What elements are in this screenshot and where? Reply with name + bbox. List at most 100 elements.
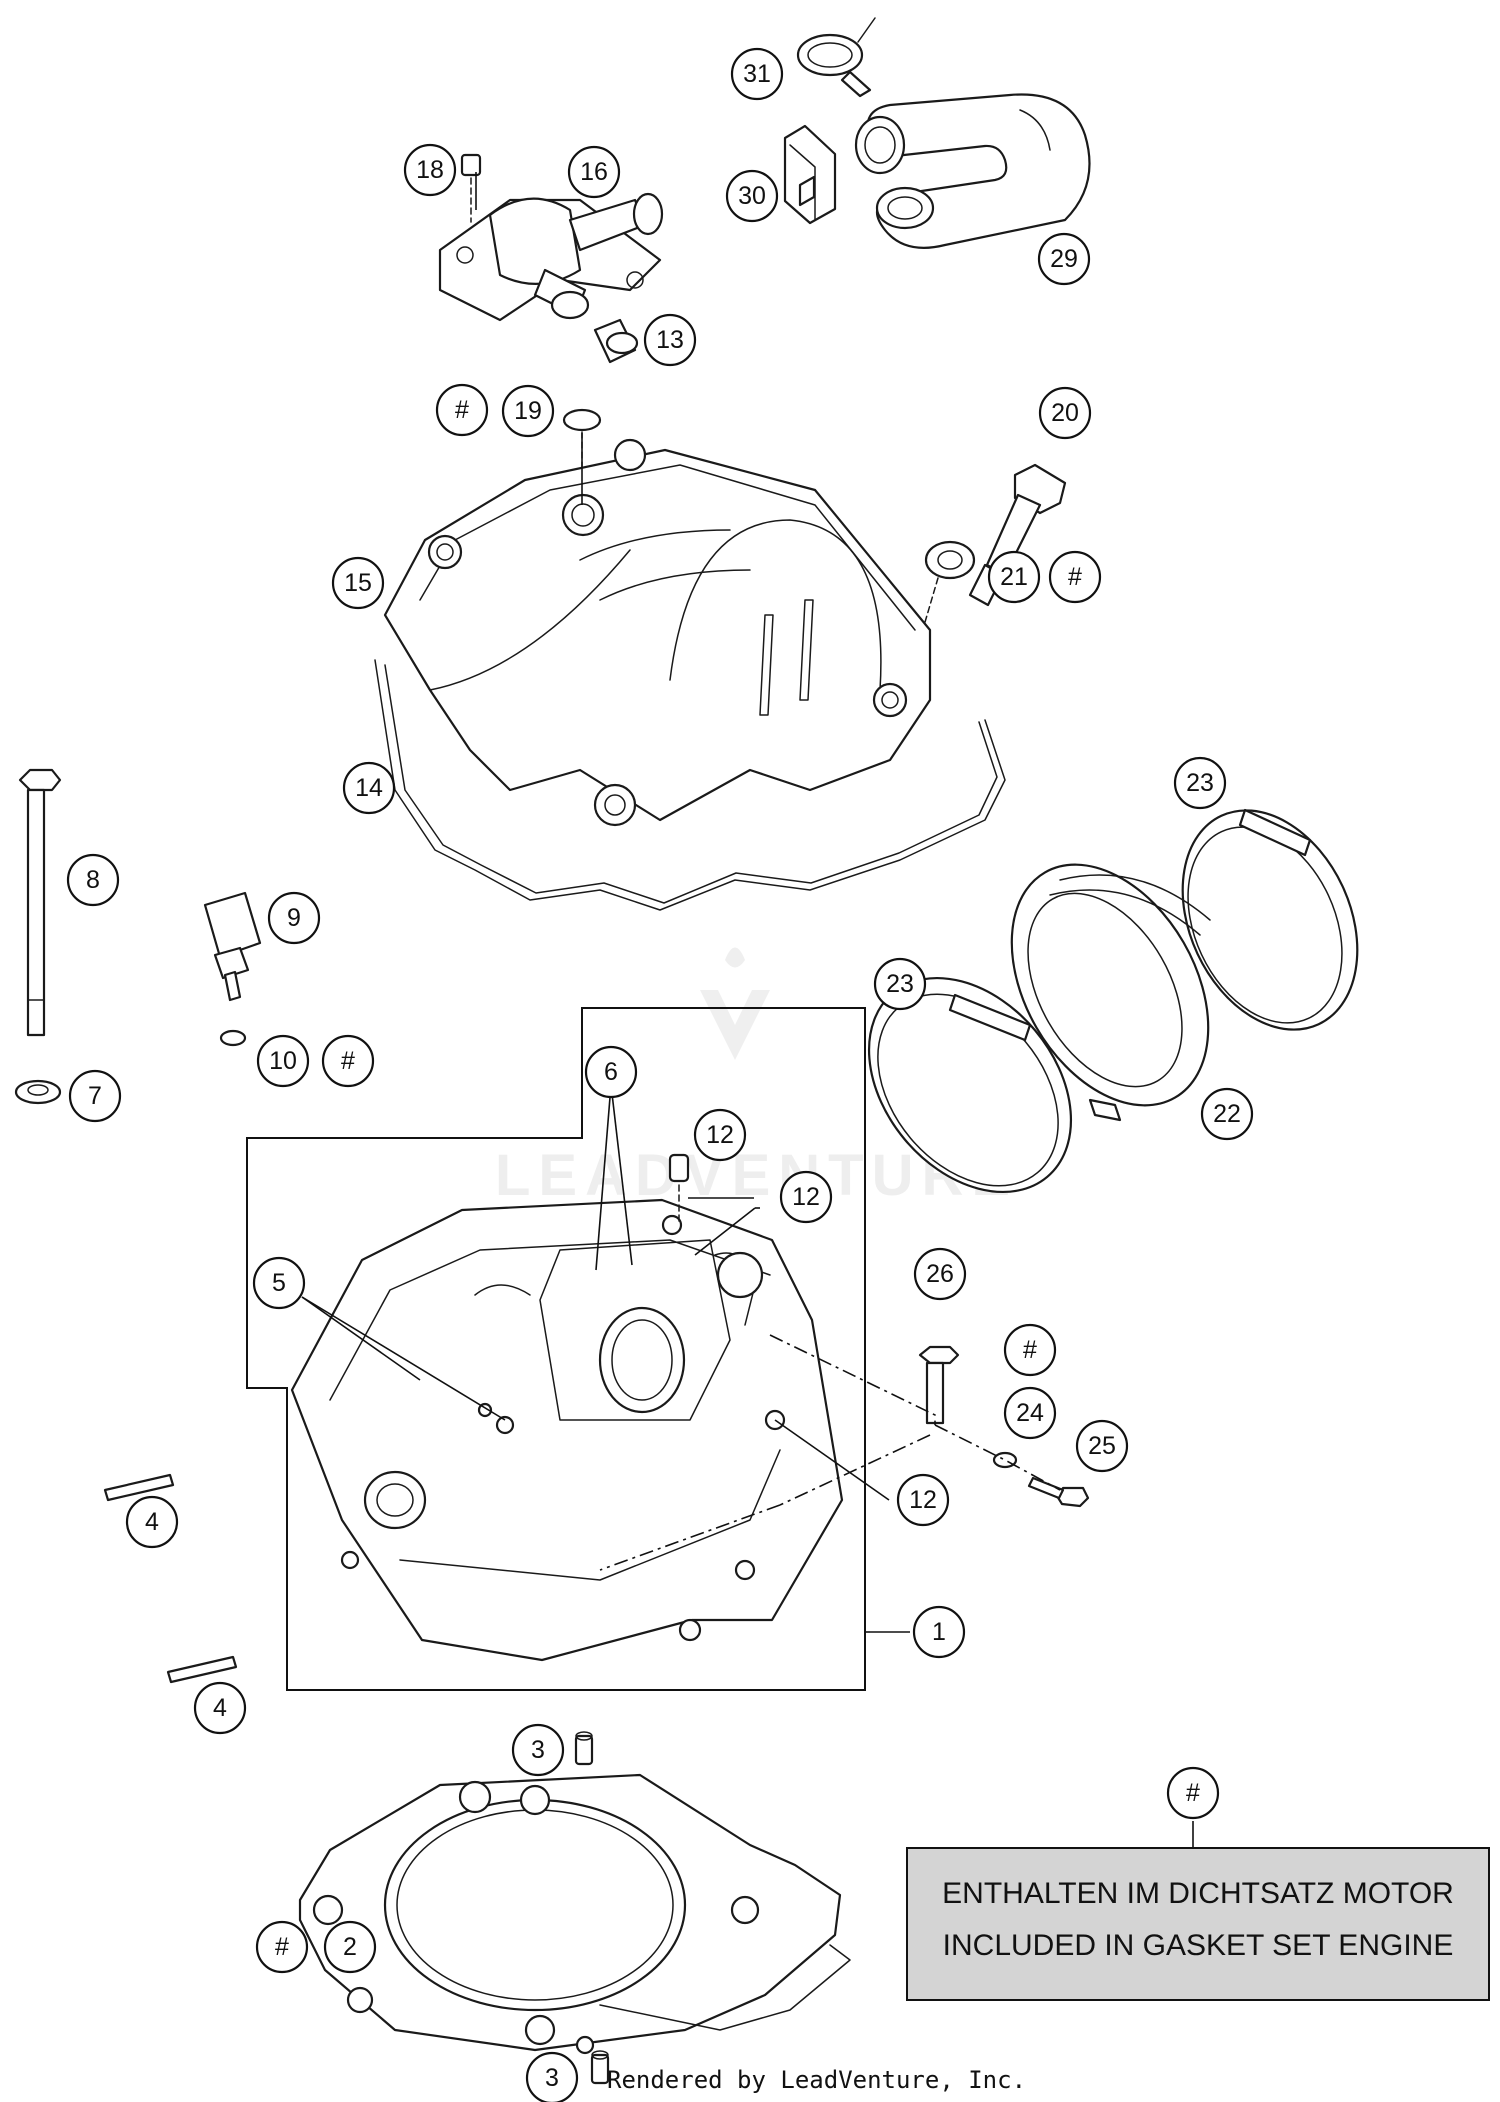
legend: ENTHALTEN IM DICHTSATZ MOTOR INCLUDED IN… xyxy=(906,1847,1490,2001)
part-16-water-outlet xyxy=(438,192,664,322)
callout-circle xyxy=(779,1170,833,1224)
callout-label: 19 xyxy=(514,397,542,425)
callout-circle xyxy=(913,1247,967,1301)
callout-circle xyxy=(584,1045,638,1099)
callout-chash19: # xyxy=(435,383,489,437)
callout-label: 5 xyxy=(272,1269,286,1297)
callout-c24: 24 xyxy=(1003,1386,1057,1440)
callout-label: 16 xyxy=(580,158,608,186)
callout-c9: 9 xyxy=(267,891,321,945)
part-2-head-gasket xyxy=(298,1773,851,2055)
callout-circle xyxy=(68,1069,122,1123)
callout-circle xyxy=(525,2051,579,2102)
callout-circle xyxy=(255,1920,309,1974)
callout-c29: 29 xyxy=(1037,232,1091,286)
callout-circle xyxy=(1038,386,1092,440)
part-25-screw xyxy=(1027,1476,1090,1508)
callout-label: 30 xyxy=(738,182,766,210)
callout-c12c: 12 xyxy=(896,1473,950,1527)
callout-label: 15 xyxy=(344,569,372,597)
part-18-screw xyxy=(460,153,482,223)
part-15-valve-cover xyxy=(383,438,932,827)
callout-label: 23 xyxy=(1186,769,1214,797)
callout-circle xyxy=(323,1920,377,1974)
part-13-plug xyxy=(593,318,639,364)
callout-label: 4 xyxy=(145,1508,159,1536)
callout-circle xyxy=(1200,1087,1254,1141)
callout-label: 18 xyxy=(416,156,444,184)
callout-circle xyxy=(321,1034,375,1088)
callout-c30: 30 xyxy=(725,169,779,223)
callout-label: # xyxy=(1068,563,1082,591)
callout-circle xyxy=(267,891,321,945)
assembly-lines xyxy=(599,1334,1061,1571)
callout-label: # xyxy=(1186,1779,1200,1807)
callout-label: 31 xyxy=(743,60,771,88)
callout-circle xyxy=(435,383,489,437)
callout-label: 7 xyxy=(88,1082,102,1110)
part-23-clamp-upper xyxy=(1181,808,1359,1031)
callout-label: # xyxy=(341,1047,355,1075)
part-31-hose-clamp xyxy=(796,17,876,98)
callout-label: 10 xyxy=(269,1047,297,1075)
callout-label: 22 xyxy=(1213,1100,1241,1128)
credit-text: Rendered by LeadVenture, Inc. xyxy=(607,2066,1026,2094)
callout-c5: 5 xyxy=(252,1256,306,1310)
callout-label: 20 xyxy=(1051,399,1079,427)
part-3-dowel-lower xyxy=(590,2050,610,2085)
callout-c19: 19 xyxy=(501,384,555,438)
part-4-dowel-pin-lower xyxy=(166,1655,238,1684)
callout-label: 12 xyxy=(909,1486,937,1514)
part-12-valve-seal xyxy=(668,1153,690,1223)
callout-circle xyxy=(730,47,784,101)
callout-circle xyxy=(252,1256,306,1310)
part-14-valve-cover-gasket xyxy=(374,659,1006,911)
callout-circle xyxy=(1048,550,1102,604)
part-10-o-ring xyxy=(219,1029,247,1047)
callout-circle xyxy=(501,384,555,438)
callout-c22: 22 xyxy=(1200,1087,1254,1141)
callout-c16: 16 xyxy=(567,145,621,199)
callout-label: 4 xyxy=(213,1694,227,1722)
legend-line-2: INCLUDED IN GASKET SET ENGINE xyxy=(943,1929,1454,1962)
callout-c18: 18 xyxy=(403,143,457,197)
callout-c4b: 4 xyxy=(193,1681,247,1735)
callout-circle xyxy=(342,761,396,815)
callout-chash10: # xyxy=(321,1034,375,1088)
callout-c14: 14 xyxy=(342,761,396,815)
part-30-connector xyxy=(783,124,837,225)
callout-label: 12 xyxy=(792,1183,820,1211)
callout-circle xyxy=(1075,1419,1129,1473)
callout-label: 25 xyxy=(1088,1432,1116,1460)
callout-label: 2 xyxy=(343,1933,357,1961)
callout-circle xyxy=(725,169,779,223)
callout-c13: 13 xyxy=(643,313,697,367)
callout-chashlegend: # xyxy=(1166,1766,1220,1820)
part-1-cylinder-head xyxy=(290,1198,844,1662)
callout-c3a: 3 xyxy=(511,1723,565,1777)
callout-label: 26 xyxy=(926,1260,954,1288)
callout-circle xyxy=(896,1473,950,1527)
part-3-dowel-upper xyxy=(574,1731,594,1766)
callout-label: 13 xyxy=(656,326,684,354)
callout-label: # xyxy=(455,396,469,424)
callout-circle xyxy=(1166,1766,1220,1820)
callout-c2: 2 xyxy=(323,1920,377,1974)
callout-label: 24 xyxy=(1016,1399,1044,1427)
callout-circle xyxy=(403,143,457,197)
callout-circle xyxy=(1003,1323,1057,1377)
leader-lines xyxy=(301,172,1194,1848)
callout-label: # xyxy=(275,1933,289,1961)
callout-circle xyxy=(643,313,697,367)
callout-c21: 21 xyxy=(987,550,1041,604)
callout-circle xyxy=(1037,232,1091,286)
callout-circle xyxy=(567,145,621,199)
legend-line-1: ENTHALTEN IM DICHTSATZ MOTOR xyxy=(942,1877,1454,1910)
part-21-seal xyxy=(904,540,976,691)
callout-label: 1 xyxy=(932,1618,946,1646)
callout-chash21: # xyxy=(1048,550,1102,604)
callout-c1: 1 xyxy=(912,1605,966,1659)
callout-circle xyxy=(193,1681,247,1735)
